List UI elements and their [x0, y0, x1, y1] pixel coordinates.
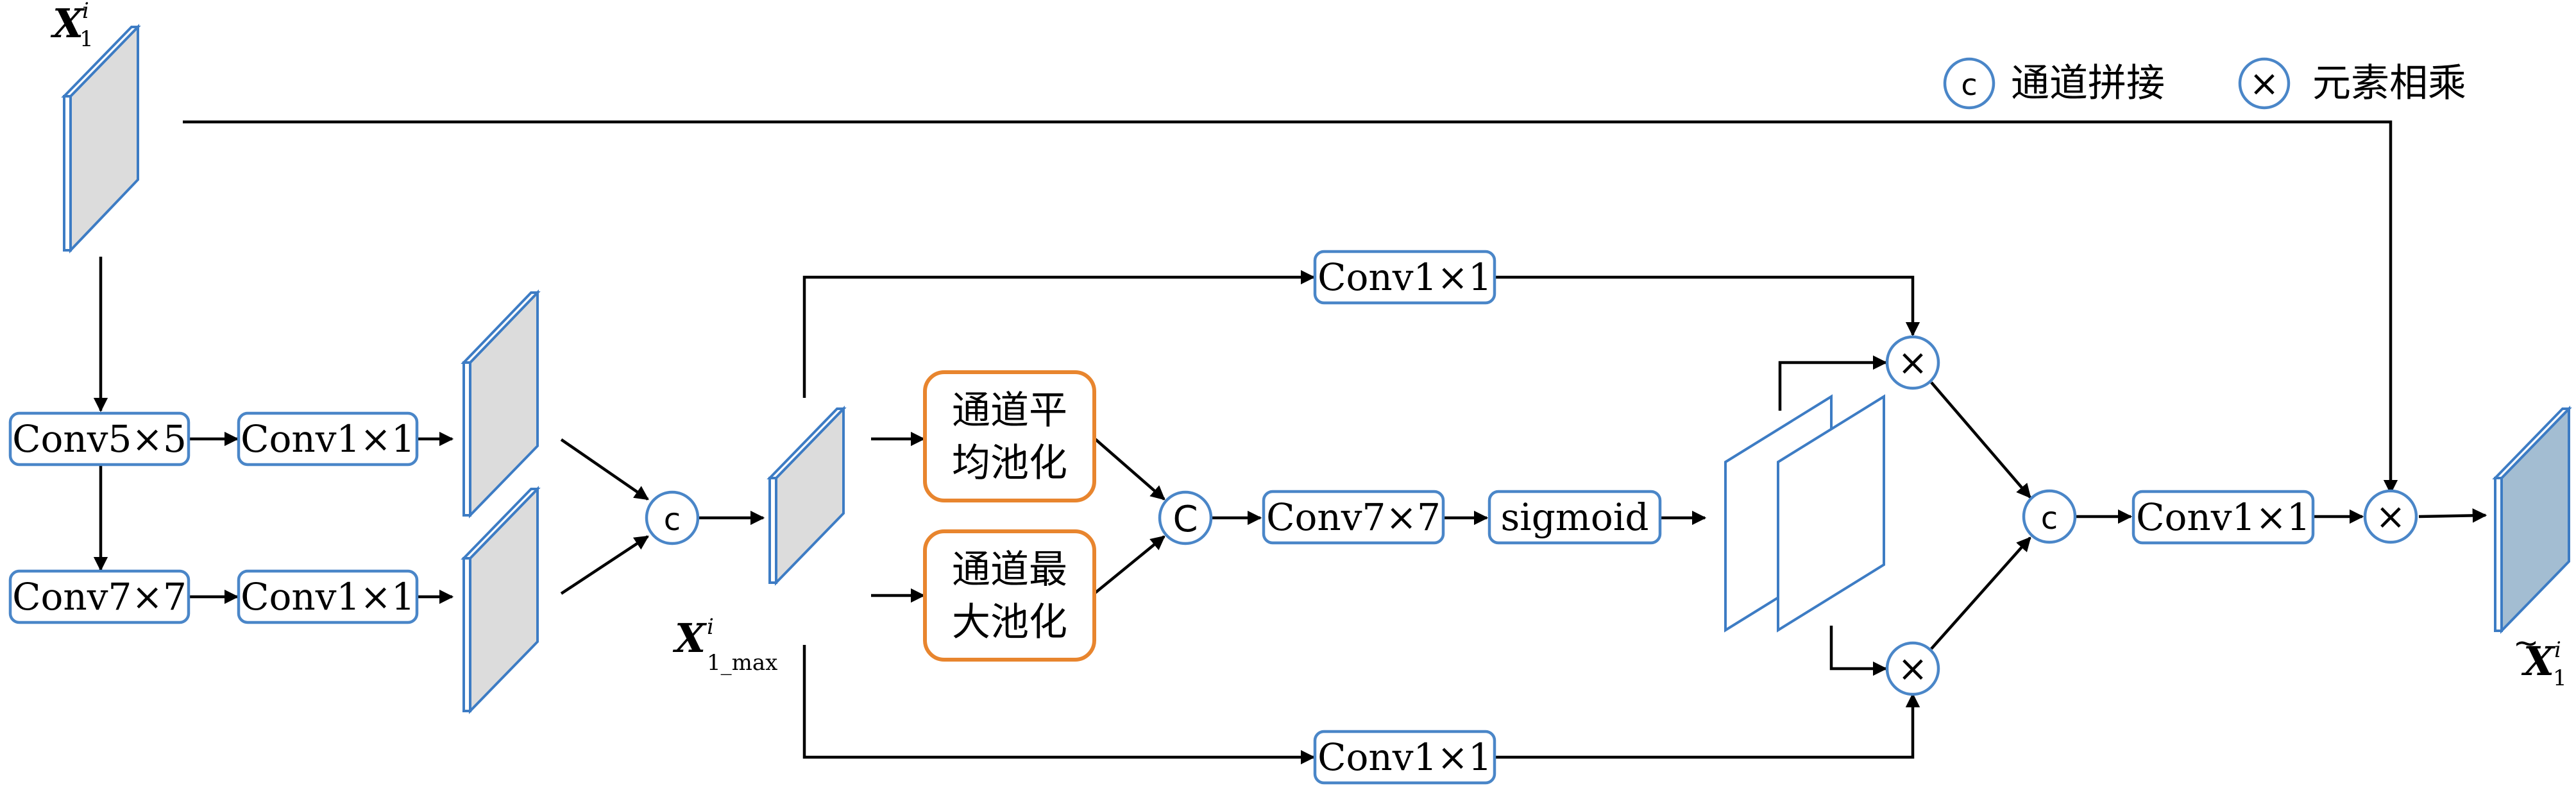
block-maxpool: 通道最 大池化: [923, 529, 1096, 662]
fmap-a-top: [461, 291, 541, 364]
op-multiply-bottom: ×: [1885, 641, 1940, 696]
block-conv7x7-mid: Conv7×7: [1262, 490, 1445, 545]
x1max-base: X: [672, 615, 708, 662]
output-sub: 1: [2553, 665, 2567, 691]
fmap-out-top: [2492, 407, 2572, 479]
concat-right-symbol: c: [2041, 501, 2058, 536]
label-output: ~ X i 1: [2513, 625, 2567, 691]
conv7x7-left-label: Conv7×7: [12, 575, 187, 619]
feature-map-x1max: [767, 406, 847, 586]
arrow-x1max-top-branch: [802, 270, 1316, 398]
fmap-b-top: [461, 488, 541, 560]
sigmoid-label: sigmoid: [1500, 495, 1648, 539]
block-avgpool: 通道平 均池化: [923, 370, 1096, 502]
conv1x1-b-label: Conv1×1: [241, 575, 415, 619]
op-multiply-top: ×: [1885, 335, 1940, 390]
arrow-avgpool-to-concat: [1093, 437, 1165, 501]
x1-base: X: [50, 0, 85, 47]
multiply-top-symbol: ×: [1898, 342, 1928, 384]
block-conv5x5: Conv5×5: [8, 411, 191, 467]
block-conv1x1-top: Conv1×1: [1313, 250, 1496, 305]
conv1x1-top-label: Conv1×1: [1318, 255, 1492, 299]
conv7x7-mid-label: Conv7×7: [1266, 495, 1441, 539]
output-tilde: ~: [2513, 625, 2539, 661]
feature-map-x1: [61, 24, 141, 253]
arrow-bottom-mul-to-concat: [1930, 536, 2031, 650]
block-conv7x7-left: Conv7×7: [8, 569, 191, 624]
output-sup: i: [2554, 637, 2561, 663]
arrow-fmap-b-to-concat: [560, 535, 649, 595]
avgpool-line1: 通道平: [952, 388, 1067, 433]
x1max-sup: i: [707, 614, 714, 640]
feature-map-output: [2492, 406, 2572, 634]
avgpool-line2: 均池化: [952, 441, 1067, 486]
op-concat-left: c: [645, 490, 700, 545]
legend-multiply-symbol: ×: [2250, 63, 2280, 105]
x1-sup: i: [82, 0, 89, 24]
legend-concat-label: 通道拼接: [2011, 61, 2165, 106]
arrow-map-to-top-mul: [1778, 355, 1888, 411]
x1max-sub: 1_max: [707, 650, 777, 676]
block-sigmoid: sigmoid: [1487, 490, 1662, 545]
fmap-x1max-face: [775, 406, 845, 586]
attention-maps: [1724, 394, 1885, 633]
op-concat-mid: C: [1158, 490, 1213, 545]
arrow-bottom-conv-to-mul: [1495, 692, 1920, 759]
fmap-x1-top: [61, 26, 141, 98]
arrow-top-mul-to-concat: [1930, 381, 2031, 499]
concat-left-symbol: c: [664, 502, 681, 538]
arrow-mul-to-output: [2418, 508, 2487, 523]
block-conv1x1-final: Conv1×1: [2131, 490, 2315, 545]
connections: [93, 120, 2487, 765]
concat-mid-symbol: C: [1173, 499, 1198, 540]
legend-multiply-label: 元素相乘: [2312, 61, 2466, 106]
label-x1: X i 1: [50, 0, 94, 52]
arrow-top-conv-to-mul: [1495, 275, 1920, 337]
feature-map-b: [461, 486, 541, 714]
block-conv1x1-bottom: Conv1×1: [1313, 730, 1496, 785]
op-concat-right: c: [2022, 489, 2077, 544]
attention-map-front: [1777, 394, 1885, 633]
legend-concat-icon: [1943, 57, 1996, 110]
skip-connection-arrow: [183, 120, 2398, 495]
feature-map-a: [461, 289, 541, 518]
arrow-maxpool-to-concat: [1093, 535, 1165, 595]
x1-sub: 1: [80, 26, 94, 52]
block-conv1x1-a: Conv1×1: [237, 411, 419, 467]
arrow-x1max-bottom-branch: [802, 645, 1316, 765]
block-conv1x1-b: Conv1×1: [237, 569, 419, 624]
multiply-final-symbol: ×: [2376, 496, 2406, 538]
maxpool-line2: 大池化: [952, 600, 1067, 645]
label-x1max: X i 1_max: [672, 614, 777, 676]
arrow-map-to-bottom-mul: [1829, 626, 1888, 676]
conv5x5-label: Conv5×5: [12, 417, 187, 461]
output-base: X: [2521, 638, 2556, 685]
legend: c 通道拼接 × 元素相乘: [1943, 57, 2466, 110]
fmap-x1max-top: [767, 407, 847, 479]
multiply-bottom-symbol: ×: [1898, 648, 1928, 690]
arrow-fmap-a-to-concat: [560, 438, 649, 501]
legend-multiply-icon: [2238, 57, 2291, 110]
op-multiply-final: ×: [2363, 489, 2418, 544]
conv1x1-a-label: Conv1×1: [241, 417, 415, 461]
maxpool-line1: 通道最: [952, 547, 1067, 592]
legend-concat-symbol: c: [1961, 67, 1977, 102]
conv1x1-bottom-label: Conv1×1: [1318, 735, 1492, 779]
conv1x1-final-label: Conv1×1: [2136, 495, 2310, 539]
